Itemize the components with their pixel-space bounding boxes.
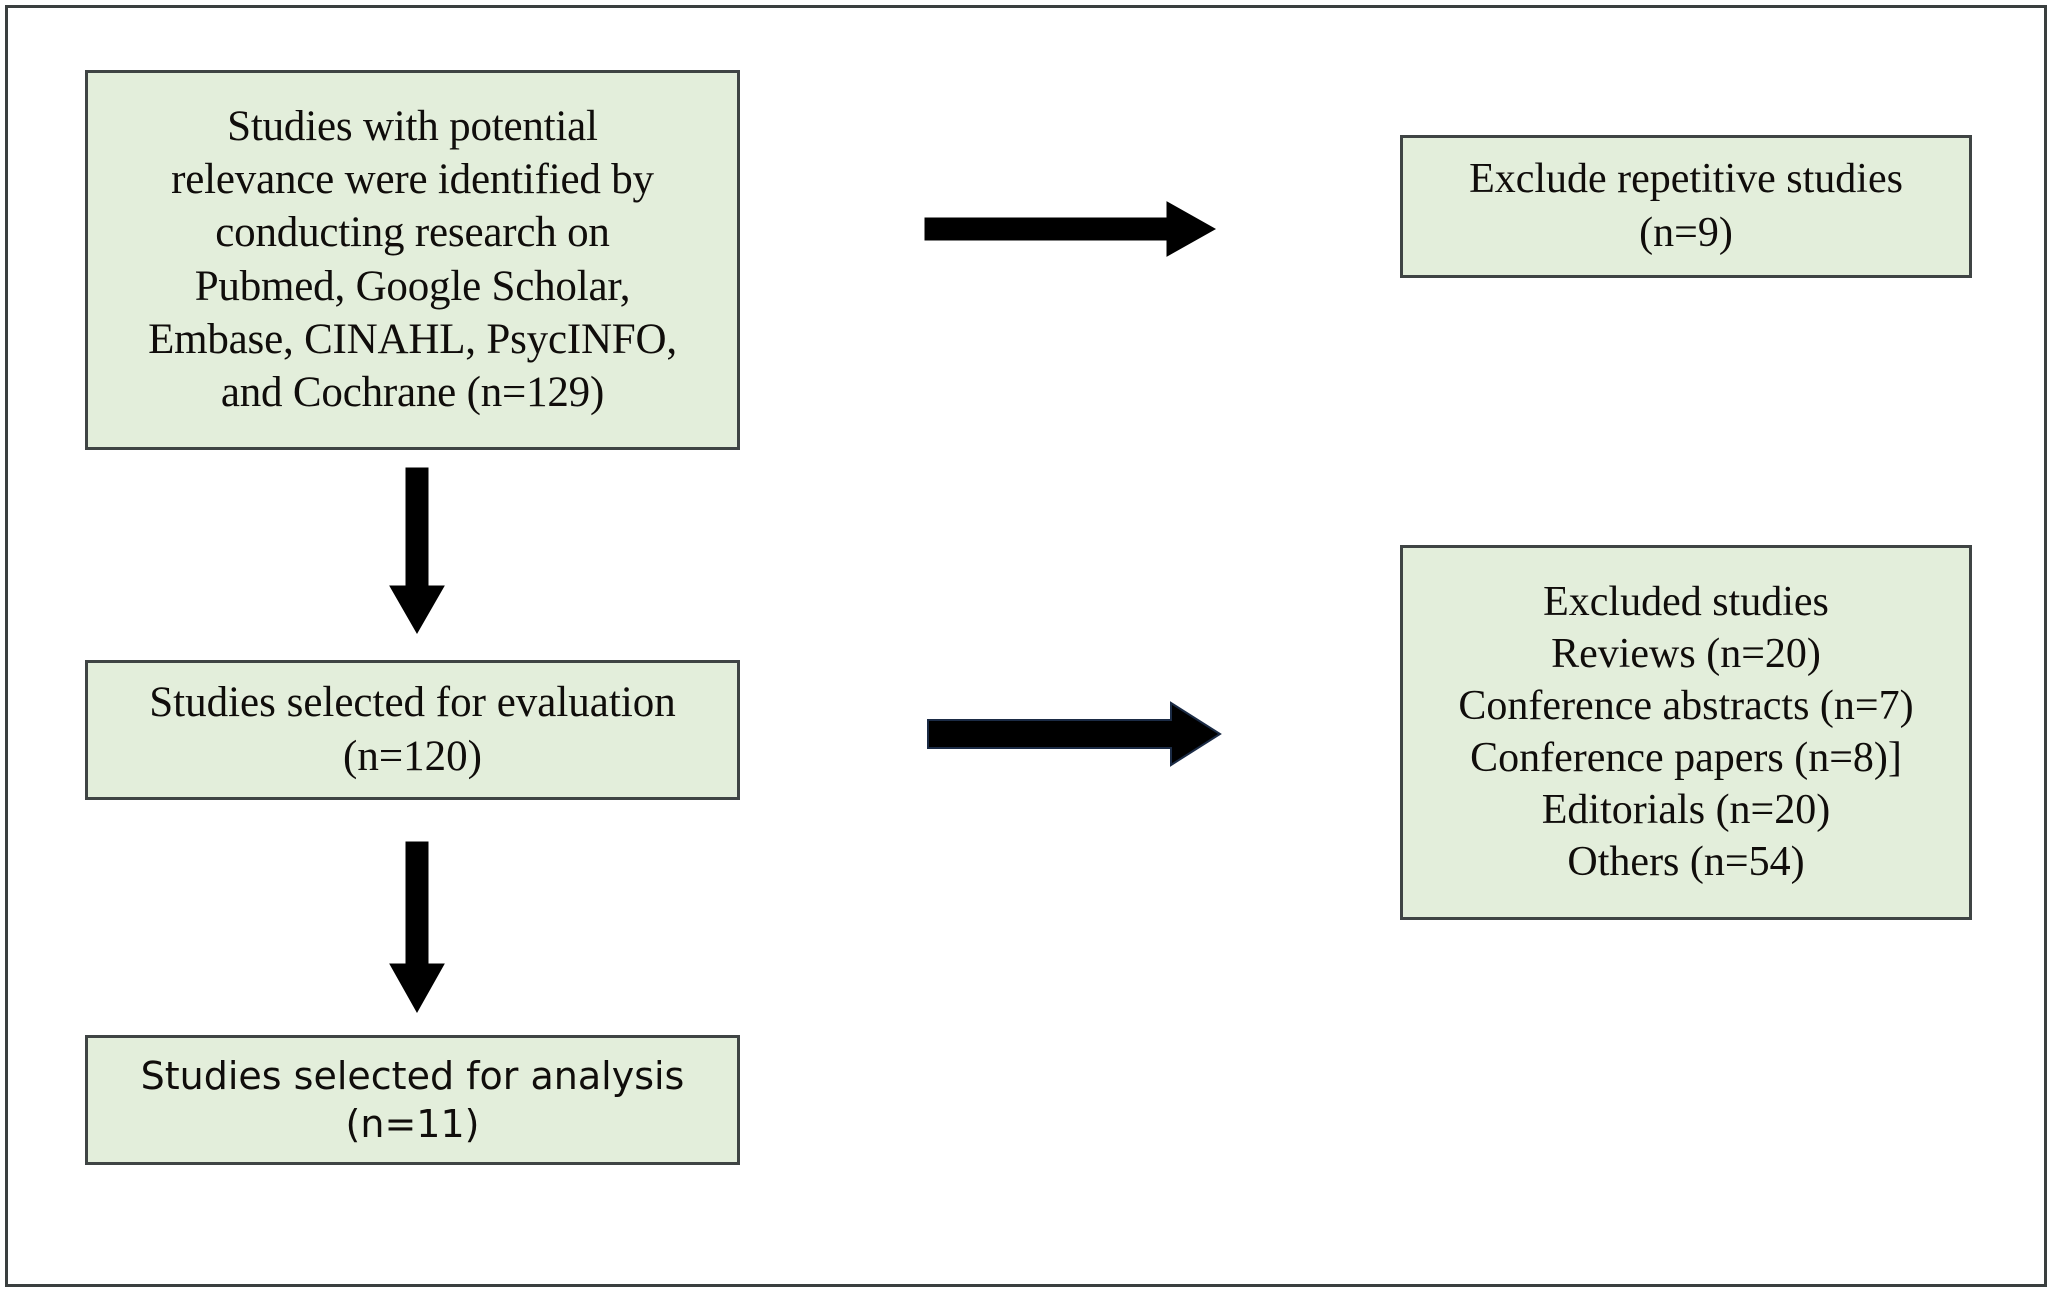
arrow-evaluation-to-analysis (388, 841, 446, 1014)
box-excluded-studies-line-editorials: Editorials (n=20) (1541, 787, 1831, 834)
box-analysis-line-1: Studies selected for analysis (140, 1053, 685, 1098)
box-studies-identified: Studies with potential relevance were id… (85, 70, 740, 450)
arrow-identified-to-exclude-repetitive (924, 200, 1217, 258)
box-evaluation-line-2: (n=120) (343, 733, 482, 780)
box-studies-selected-for-evaluation: Studies selected for evaluation (n=120) (85, 660, 740, 800)
box-exclude-repetitive-line-1: Exclude repetitive studies (1469, 156, 1903, 203)
diagram-outer-border (5, 5, 2047, 1287)
box-exclude-repetitive-studies: Exclude repetitive studies (n=9) (1400, 135, 1972, 278)
box-excluded-studies-heading: Excluded studies (1543, 578, 1829, 625)
box-evaluation-line-1: Studies selected for evaluation (149, 678, 676, 726)
box-excluded-studies-line-conference-papers: Conference papers (n=8)] (1470, 735, 1902, 781)
box-studies-selected-for-analysis: Studies selected for analysis (n=11) (85, 1035, 740, 1165)
box-identified-line-5: Embase, CINAHL, PsycINFO, (148, 315, 677, 363)
box-identified-line-3: conducting research on (215, 209, 610, 257)
box-analysis-line-2: (n=11) (345, 1102, 480, 1146)
box-identified-line-1: Studies with potential (227, 102, 598, 150)
arrow-identified-to-evaluation (388, 467, 446, 635)
box-identified-line-2: relevance were identified by (171, 155, 654, 203)
box-excluded-studies-line-reviews: Reviews (n=20) (1551, 630, 1821, 677)
arrow-evaluation-to-excluded-studies (927, 701, 1222, 767)
box-identified-line-6: and Cochrane (n=129) (220, 369, 605, 417)
box-excluded-studies-line-conference-abstracts: Conference abstracts (n=7) (1458, 682, 1914, 729)
box-identified-line-4: Pubmed, Google Scholar, (194, 262, 631, 310)
box-excluded-studies: Excluded studies Reviews (n=20) Conferen… (1400, 545, 1972, 920)
box-excluded-studies-line-others: Others (n=54) (1567, 839, 1805, 886)
box-exclude-repetitive-line-2: (n=9) (1639, 209, 1733, 256)
